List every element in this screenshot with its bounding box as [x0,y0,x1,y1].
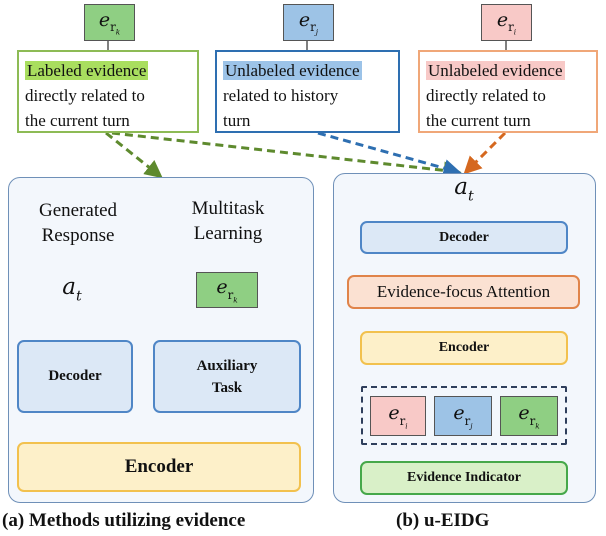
label-line: Learning [193,223,263,244]
orange-dashed-arrow-to-panel-b [463,131,507,175]
history-evidence-note: Unlabeled evidence related to history tu… [215,50,400,133]
note-highlight: Unlabeled evidence [223,61,362,80]
green-dashed-arrow-to-panel-b [111,131,462,180]
block-label: Evidence Indicator [407,470,521,485]
labeled-evidence-note: Labeled evidence directly related to the… [17,50,199,133]
note-highlight: Unlabeled evidence [426,61,565,80]
decoder-block-a: Decoder [17,340,133,413]
group-tag-unlabeled: eri [370,396,426,436]
label-line: Auxiliary [196,357,258,374]
tag-math: erk [518,402,540,430]
multitask-learning-label: Multitask Learning [168,196,288,246]
note-line: the current turn [426,111,531,130]
tag-math: erk [98,8,121,37]
note-line: related to history [223,86,339,105]
generated-response-label: Generated Response [18,198,138,248]
history-evidence-tag: erj [283,4,334,41]
blue-dashed-arrow-to-panel-b [317,131,462,177]
block-label: Decoder [48,368,102,384]
green-dashed-arrow-to-panel-a [105,131,163,179]
label-line: Generated [38,200,118,221]
auxiliary-target-tag: erk [196,272,258,308]
note-line: directly related to [426,86,546,105]
note-line: turn [223,111,251,130]
block-label: Evidence-focus Attention [376,282,551,301]
caption-panel-a: (a) Methods utilizing evidence [2,510,246,531]
tag-math: eri [496,8,517,37]
block-label: Encoder [124,456,194,477]
output-symbol-a: at [42,272,102,306]
block-label: Encoder [438,340,490,355]
group-tag-labeled: erk [500,396,558,436]
group-tag-history: erj [434,396,492,436]
note-line: the current turn [25,111,130,130]
tag-math: erj [298,8,319,37]
encoder-block-b: Encoder [360,331,568,365]
math: at [454,173,474,205]
unlabeled-evidence-note: Unlabeled evidence directly related to t… [418,50,598,133]
encoder-block-a: Encoder [17,442,301,492]
decoder-block-b: Decoder [360,221,568,254]
label-line: Multitask [191,198,265,219]
tag-math: erk [216,276,238,304]
note-line: directly related to [25,86,145,105]
labeled-evidence-tag: erk [84,4,135,41]
evidence-group [361,386,567,445]
caption-panel-b: (b) u-EIDG [396,510,490,531]
label-line: Task [211,379,243,396]
block-label: Decoder [439,229,489,245]
unlabeled-evidence-tag: eri [481,4,532,41]
tag-math: erj [453,402,473,430]
output-symbol-b: at [434,172,494,206]
label-line: Response [41,225,115,246]
evidence-focus-attention-block: Evidence-focus Attention [347,275,580,309]
math: at [62,273,82,305]
tag-math: eri [388,402,408,430]
note-highlight: Labeled evidence [25,61,149,80]
evidence-indicator-block: Evidence Indicator [360,461,568,495]
